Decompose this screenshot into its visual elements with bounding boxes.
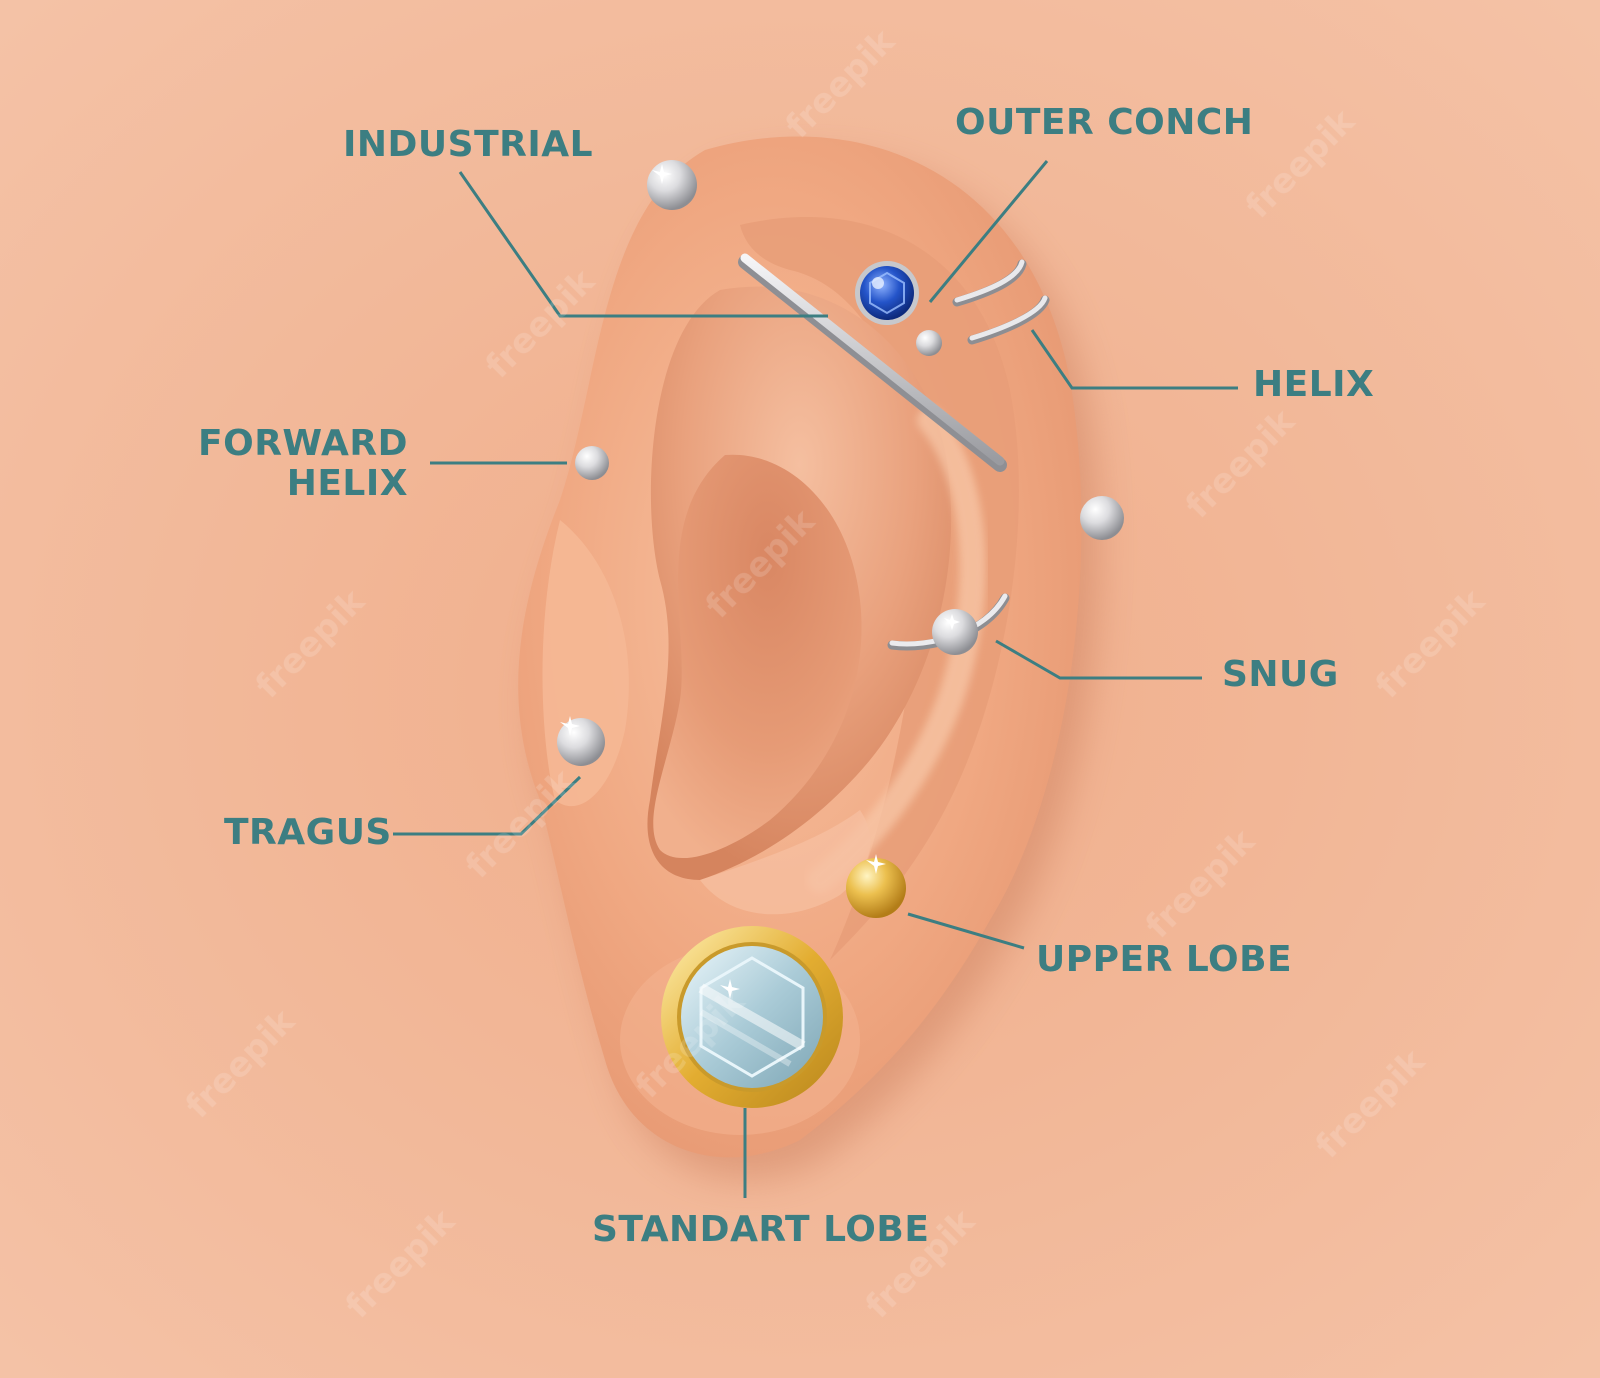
helix-rim xyxy=(740,217,1019,960)
label-forward-helix: FORWARD HELIX xyxy=(180,424,408,504)
gold-crystal-plug-icon xyxy=(661,926,843,1108)
label-upper-lobe: UPPER LOBE xyxy=(1036,939,1293,980)
forward-helix-stud-icon xyxy=(575,446,609,480)
outer-conch-ball-icon xyxy=(916,330,942,356)
industrial-stud-icon xyxy=(647,160,697,210)
leader-industrial xyxy=(458,171,828,318)
tragus-stud-icon xyxy=(557,716,605,766)
label-standart-lobe: STANDART LOBE xyxy=(592,1209,930,1250)
label-industrial: INDUSTRIAL xyxy=(343,124,594,165)
label-forward-helix-line2: HELIX xyxy=(286,463,408,504)
helix-rings-icon xyxy=(952,259,1050,345)
label-helix: HELIX xyxy=(1253,364,1375,405)
rear-helix-ball-icon xyxy=(1080,496,1124,540)
leader-lines xyxy=(393,160,1238,1198)
industrial-barbell-icon xyxy=(738,253,1007,472)
label-tragus: TRAGUS xyxy=(224,812,392,853)
label-snug: SNUG xyxy=(1222,654,1339,695)
upper-lobe-gold-stud-icon xyxy=(846,854,906,918)
label-forward-helix-line1: FORWARD xyxy=(198,423,408,464)
leader-helix xyxy=(1030,329,1238,390)
antitragus xyxy=(700,810,871,915)
label-outer-conch: OUTER CONCH xyxy=(955,102,1254,143)
sapphire-gem-icon xyxy=(855,261,919,325)
leader-upper-lobe xyxy=(907,912,1025,950)
leader-outer-conch xyxy=(928,160,1049,303)
leader-snug xyxy=(995,639,1202,680)
ear-canal xyxy=(653,454,862,859)
leader-tragus xyxy=(393,775,582,836)
snug-ring-icon xyxy=(887,593,1010,655)
